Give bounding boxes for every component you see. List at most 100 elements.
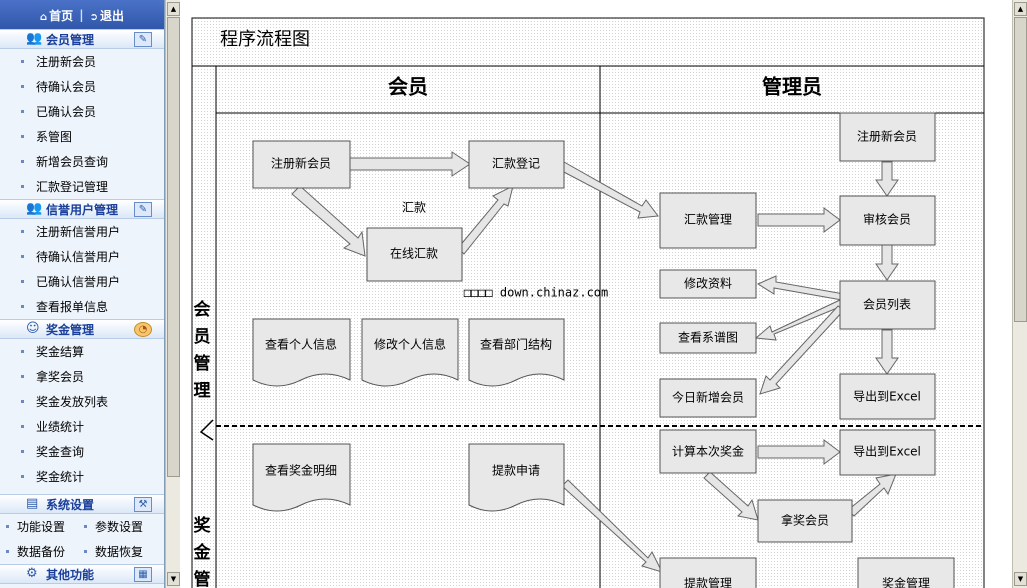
section-credit-user-management[interactable]: 👥 信誉用户管理 ✎	[0, 199, 164, 219]
arrow-list-to-edit	[756, 275, 845, 301]
node-admin-today-new[interactable]: 今日新增会员	[659, 378, 757, 418]
scroll-up-arrow-icon[interactable]: ▲	[167, 2, 180, 16]
svg-text:导出到Excel: 导出到Excel	[853, 445, 921, 459]
menu-item-function-settings[interactable]: 功能设置	[0, 518, 78, 535]
logout-icon: ➲	[89, 11, 98, 23]
menu-item-bonus-settlement[interactable]: 奖金结算	[0, 339, 164, 364]
node-admin-member-list[interactable]: 会员列表	[839, 280, 936, 330]
tools-icon: ⚒	[134, 497, 152, 512]
settings-row-1: 功能设置 参数设置	[0, 514, 164, 539]
menu-item-confirmed-members[interactable]: 已确认会员	[0, 99, 164, 124]
menu-item-data-restore[interactable]: 数据恢复	[78, 543, 156, 560]
bullet-icon	[21, 185, 24, 188]
svg-text:今日新增会员: 今日新增会员	[672, 390, 744, 405]
bullet-icon	[21, 255, 24, 258]
section-other-functions[interactable]: ⚙ 其他功能 ▦	[0, 564, 164, 584]
svg-text:提款申请: 提款申请	[492, 463, 540, 478]
bullet-icon	[21, 475, 24, 478]
arrow-calc-to-bonusmember	[703, 471, 759, 521]
node-member-online-remit[interactable]: 在线汇款	[366, 227, 463, 282]
flowchart-panel: 程序流程图 会员 管理员 会 员 管 理 奖 金 管 注	[180, 0, 1012, 588]
node-admin-review[interactable]: 审核会员	[839, 195, 936, 246]
node-admin-bonus-member[interactable]: 拿奖会员	[757, 499, 853, 543]
svg-text:审核会员: 审核会员	[863, 212, 911, 227]
section-system-settings[interactable]: ▤ 系统设置 ⚒	[0, 494, 164, 514]
node-admin-tree[interactable]: 查看系谱图	[659, 322, 757, 354]
sidebar-scrollbar[interactable]: ▲ ▼	[165, 0, 180, 588]
node-member-view-dept[interactable]: 查看部门结构	[468, 318, 565, 387]
section-bonus-management[interactable]: ☺ 奖金管理 ◔	[0, 319, 164, 339]
menu-item-tree[interactable]: 系管图	[0, 124, 164, 149]
home-link[interactable]: ⌂首页	[40, 8, 74, 23]
menu-item-remittance-management[interactable]: 汇款登记管理	[0, 174, 164, 199]
bullet-icon	[21, 85, 24, 88]
sidebar-top-bar: ⌂首页 | ➲退出	[0, 0, 164, 30]
lane-collapse-chevron-icon[interactable]	[199, 419, 214, 441]
node-admin-export-2[interactable]: 导出到Excel	[839, 429, 936, 476]
scroll-up-arrow-icon[interactable]: ▲	[1014, 2, 1027, 16]
arrow-review-to-list	[875, 244, 899, 281]
menu-item-confirmed-credit-users[interactable]: 已确认信誉用户	[0, 269, 164, 294]
bullet-icon	[21, 305, 24, 308]
section-member-management[interactable]: 👥 会员管理 ✎	[0, 29, 164, 49]
node-admin-export-1[interactable]: 导出到Excel	[839, 373, 936, 420]
lane-label-bonus-char-3: 管	[194, 569, 211, 588]
node-member-view-info[interactable]: 查看个人信息	[252, 318, 351, 387]
menu-item-performance-stats[interactable]: 业绩统计	[0, 414, 164, 439]
bullet-icon	[21, 400, 24, 403]
bullet-icon	[84, 550, 87, 553]
menu-item-new-member-query[interactable]: 新增会员查询	[0, 149, 164, 174]
node-admin-remit-management[interactable]: 汇款管理	[659, 192, 757, 249]
arrow-remitmgr-to-review	[757, 207, 841, 233]
calendar-icon: ▦	[134, 567, 152, 582]
svg-text:在线汇款: 在线汇款	[390, 247, 438, 261]
menu-item-register-credit-user[interactable]: 注册新信誉用户	[0, 219, 164, 244]
menu-item-bonus-stats[interactable]: 奖金统计	[0, 464, 164, 489]
scrollbar-thumb[interactable]	[167, 17, 180, 477]
menu-item-pending-members[interactable]: 待确认会员	[0, 74, 164, 99]
node-admin-withdraw-management[interactable]: 提款管理	[659, 557, 757, 588]
lane-label-bonus-char-1: 奖	[194, 515, 212, 536]
flowchart: 程序流程图 会员 管理员 会 员 管 理 奖 金 管 注	[191, 17, 985, 588]
label-remit: 汇款	[402, 201, 426, 215]
arrow-register-to-online	[291, 185, 366, 257]
bullet-icon	[84, 525, 87, 528]
svg-text:注册新会员: 注册新会员	[271, 156, 331, 171]
bullet-icon	[21, 350, 24, 353]
bullet-icon	[21, 110, 24, 113]
menu-item-data-backup[interactable]: 数据备份	[0, 543, 78, 560]
menu-item-parameter-settings[interactable]: 参数设置	[78, 518, 156, 535]
gear-icon: ⚙	[26, 566, 38, 581]
menu-item-view-orders[interactable]: 查看报单信息	[0, 294, 164, 319]
menu-item-bonus-members[interactable]: 拿奖会员	[0, 364, 164, 389]
node-member-edit-info[interactable]: 修改个人信息	[361, 318, 459, 387]
menu-item-bonus-query[interactable]: 奖金查询	[0, 439, 164, 464]
svg-text:修改个人信息: 修改个人信息	[374, 337, 446, 352]
node-admin-edit[interactable]: 修改资料	[659, 269, 757, 299]
node-admin-register[interactable]: 注册新会员	[839, 112, 936, 162]
svg-text:会员列表: 会员列表	[863, 298, 911, 312]
logout-link[interactable]: ➲退出	[89, 8, 124, 23]
arrow-list-to-tree	[754, 299, 843, 341]
node-member-withdraw[interactable]: 提款申请	[468, 443, 565, 512]
scroll-down-arrow-icon[interactable]: ▼	[1014, 572, 1027, 586]
bullet-icon	[21, 230, 24, 233]
svg-text:查看系谱图: 查看系谱图	[678, 331, 738, 345]
bullet-icon	[21, 450, 24, 453]
node-member-view-bonus[interactable]: 查看奖金明细	[252, 443, 351, 512]
scrollbar-thumb[interactable]	[1014, 17, 1027, 322]
menu-item-bonus-payout-list[interactable]: 奖金发放列表	[0, 389, 164, 414]
arrow-register-to-remit	[349, 151, 471, 177]
node-member-remit[interactable]: 汇款登记	[468, 140, 565, 189]
menu-item-register-member[interactable]: 注册新会员	[0, 49, 164, 74]
scroll-down-arrow-icon[interactable]: ▼	[167, 572, 180, 586]
menu-item-pending-credit-users[interactable]: 待确认信誉用户	[0, 244, 164, 269]
lane-label-member-char-1: 会	[194, 299, 211, 320]
main-scrollbar[interactable]: ▲ ▼	[1012, 0, 1027, 588]
svg-text:汇款管理: 汇款管理	[684, 212, 732, 227]
node-admin-bonus-management[interactable]: 奖金管理	[857, 557, 955, 588]
node-admin-calc-bonus[interactable]: 计算本次奖金	[659, 429, 757, 474]
svg-text:拿奖会员: 拿奖会员	[781, 513, 829, 528]
column-header-admin: 管理员	[762, 75, 822, 99]
node-member-register[interactable]: 注册新会员	[252, 140, 351, 189]
